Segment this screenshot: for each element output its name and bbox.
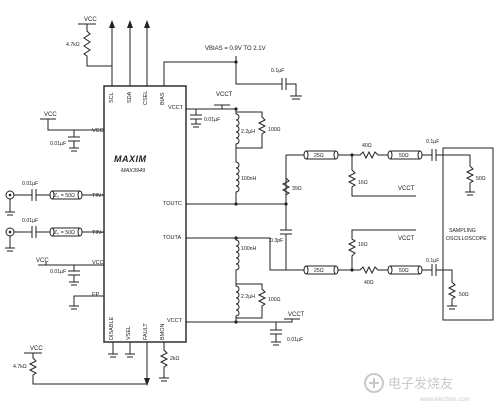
pin-sda: SDA bbox=[127, 91, 133, 103]
label-r-bot-shunt: 16Ω bbox=[358, 242, 368, 248]
label-scope-line-1: SAMPLING bbox=[449, 228, 476, 234]
fault-arrow-icon bbox=[144, 378, 150, 386]
watermark-url: www.elecfans.com bbox=[419, 397, 470, 403]
watermark-text: 电子发烧友 bbox=[388, 376, 453, 391]
label-r-series-c: 39Ω bbox=[292, 186, 302, 192]
label-vcc-left-top: VCC bbox=[44, 112, 57, 118]
label-tl-top-1: 25Ω bbox=[314, 153, 324, 159]
label-r-bmon: 2kΩ bbox=[170, 356, 179, 362]
label-r-bot-1: 100Ω bbox=[268, 297, 281, 303]
label-tl-top-2: 50Ω bbox=[399, 153, 409, 159]
pin-touta: TOUTA bbox=[163, 235, 181, 241]
chip-body bbox=[103, 85, 187, 343]
label-tl-bot-1: 25Ω bbox=[314, 268, 324, 274]
label-r-scope-top: 50Ω bbox=[476, 176, 486, 182]
bias-network: VBIAS = 0.9V TO 2.1V 0.1µF bbox=[163, 46, 302, 100]
label-l-bot-1: 100nH bbox=[241, 246, 257, 252]
label-c-vcc-bottom: 0.01µF bbox=[50, 269, 66, 275]
pin-tin-minus: TIN- bbox=[92, 230, 103, 236]
label-c-series: 0.3pF bbox=[270, 238, 283, 244]
label-l-top-2: 100nH bbox=[241, 176, 257, 182]
tin-plus-input: 0.01µF Z₀ = 50Ω bbox=[5, 181, 104, 216]
label-r-pullup-top: 4.7kΩ bbox=[66, 42, 80, 48]
bottom-network: VCC 4.7kΩ 2kΩ bbox=[13, 342, 179, 386]
pin-scl: SCL bbox=[109, 92, 115, 103]
label-scope-line-2: OSCILLOSCOPE bbox=[446, 236, 487, 242]
label-r-top-shunt: 16Ω bbox=[358, 180, 368, 186]
label-c-vcc-top: 0.01µF bbox=[50, 141, 66, 147]
pin-vcc-left-bottom: VCC bbox=[92, 260, 104, 266]
pin-vcct-bottom: VCCT bbox=[167, 318, 183, 324]
pin-tin-plus: TIN+ bbox=[92, 193, 104, 199]
label-r-scope-bot: 50Ω bbox=[459, 292, 469, 298]
ep-ground bbox=[69, 295, 104, 310]
top-output-path: 25Ω 40Ω 16Ω VCCT 50Ω 0.1µF bbox=[303, 139, 446, 197]
label-r-pullup-bottom: 4.7kΩ bbox=[13, 364, 27, 370]
label-c-vcct-top: 0.01µF bbox=[204, 117, 220, 123]
pin-csel: CSEL bbox=[143, 91, 149, 105]
pin-ep: EP bbox=[92, 292, 100, 298]
elecfans-logo-icon bbox=[364, 373, 384, 393]
label-r-bot-series: 40Ω bbox=[364, 280, 374, 286]
label-r-top-1: 100Ω bbox=[268, 127, 281, 133]
label-vcct-res2: VCCT bbox=[398, 236, 415, 242]
sda-arrow-icon bbox=[127, 20, 133, 28]
label-l-top-1: 2.2µH bbox=[241, 129, 255, 135]
chip-logo: MAXIM bbox=[114, 154, 147, 164]
pin-bmon: BMON bbox=[160, 323, 166, 340]
chip-part-number: MAX3949 bbox=[121, 168, 145, 174]
elecfans-watermark: 电子发烧友 www.elecfans.com bbox=[364, 373, 470, 403]
sampling-oscilloscope: 50Ω SAMPLING OSCILLOSCOPE 50Ω bbox=[442, 147, 494, 321]
label-l-bot-2: 2.2µH bbox=[241, 294, 255, 300]
label-vcc-top: VCC bbox=[84, 17, 97, 23]
label-vcct-bottom: VCCT bbox=[288, 312, 305, 318]
top-pullup-network: VCC 4.7kΩ bbox=[66, 17, 150, 86]
csel-arrow-icon bbox=[144, 20, 150, 28]
pin-bias: BIAS bbox=[160, 92, 166, 105]
pin-vcc-left-top: VCC bbox=[92, 128, 104, 134]
label-vcc-left-bottom: VCC bbox=[36, 258, 49, 264]
scl-arrow-icon bbox=[109, 20, 115, 28]
output-rc-network: 39Ω 0.3pF bbox=[270, 154, 304, 270]
label-c-tin-plus: 0.01µF bbox=[22, 181, 38, 187]
label-vcc-bottom: VCC bbox=[30, 346, 43, 352]
pin-vsel: VSEL bbox=[126, 326, 132, 340]
toutc-bias-tee: VCCT 0.01µF 2.2µH 100Ω 100nH bbox=[186, 92, 286, 206]
label-r-top-series: 40Ω bbox=[362, 143, 372, 149]
pin-vcct-top: VCCT bbox=[168, 105, 184, 111]
label-tl-bot-2: 50Ω bbox=[399, 268, 409, 274]
vcc-top-decoupling: VCC 0.01µF bbox=[40, 112, 104, 152]
label-c-bias: 0.1µF bbox=[271, 68, 284, 74]
vcc-bottom-decoupling: VCC 0.01µF bbox=[36, 258, 104, 286]
tin-minus-input: 0.01µF Z₀ = 50Ω bbox=[5, 218, 104, 252]
label-z-tin-plus: Z₀ = 50Ω bbox=[54, 193, 75, 199]
pin-disable: DISABLE bbox=[109, 316, 115, 340]
touta-bias-tee: 100nH 2.2µH 100Ω 0.01µF VCCT bbox=[186, 236, 305, 346]
label-c-tin-minus: 0.01µF bbox=[22, 218, 38, 224]
label-c-top-out: 0.1µF bbox=[426, 139, 439, 145]
label-vcct-top: VCCT bbox=[216, 92, 233, 98]
pin-toutc: TOUTC bbox=[163, 201, 182, 207]
label-c-bot-out: 0.1µF bbox=[426, 258, 439, 264]
label-vcct-res1: VCCT bbox=[398, 186, 415, 192]
label-c-vcct-bottom: 0.01µF bbox=[287, 337, 303, 343]
label-vbias: VBIAS = 0.9V TO 2.1V bbox=[205, 46, 266, 52]
bottom-output-path: 25Ω 40Ω 16Ω VCCT 50Ω 0.1µF bbox=[303, 229, 446, 286]
pin-fault: FAULT bbox=[143, 323, 149, 340]
label-z-tin-minus: Z₀ = 50Ω bbox=[54, 230, 75, 236]
